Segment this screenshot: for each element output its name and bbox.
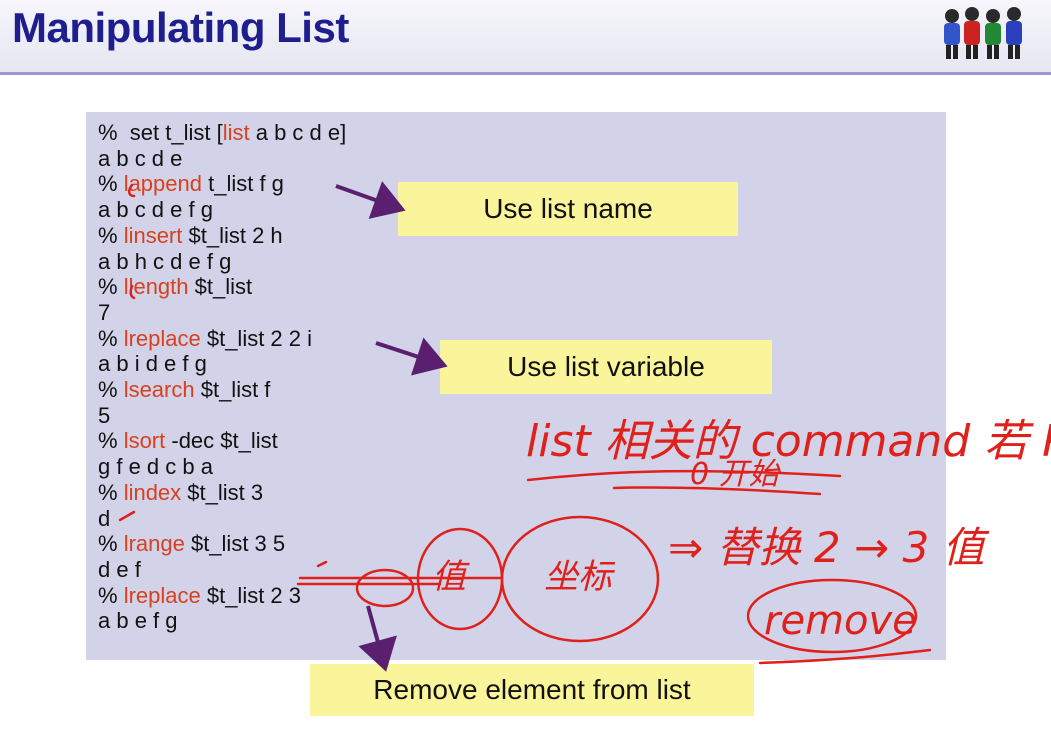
code-line: % lsort -dec $t_list (98, 428, 278, 454)
tcl-command-keyword: lsearch (123, 377, 195, 402)
tcl-command-keyword: lreplace (123, 325, 201, 351)
code-line: g f e d c b a (98, 454, 213, 480)
tcl-command-keyword: lsort (123, 428, 166, 454)
code-line: d (98, 506, 110, 532)
code-text: % (98, 377, 124, 402)
tcl-command-keyword: llength (123, 274, 189, 300)
code-line: 7 (98, 300, 110, 326)
code-text: % (98, 222, 124, 248)
tcl-command-keyword: lrange (123, 531, 185, 557)
code-text: a b i d e f g (98, 351, 207, 377)
tcl-command-keyword: lindex (123, 479, 182, 505)
code-text: % (98, 428, 124, 454)
code-text: % (98, 274, 124, 300)
tcl-command-keyword: lappend (123, 171, 202, 197)
code-arguments: $t_list 2 h (182, 222, 283, 248)
code-arguments: $t_list 3 (181, 479, 264, 505)
code-line: % lreplace $t_list 2 2 i (98, 326, 312, 352)
code-line: d e f (98, 557, 141, 583)
code-line: 5 (98, 403, 110, 429)
code-text: a b h c d e f g (98, 248, 232, 274)
code-line: a b h c d e f g (98, 249, 231, 275)
people-group-logo-icon (944, 7, 1022, 59)
callout-remove-element: Remove element from list (310, 664, 754, 716)
tcl-command-keyword: lreplace (123, 582, 201, 608)
code-line: a b e f g (98, 608, 178, 634)
code-text: % (98, 171, 124, 197)
code-arguments: -dec $t_list (165, 428, 278, 454)
code-text: % (98, 479, 124, 505)
code-text: % (98, 531, 124, 557)
code-line: a b c d e (98, 146, 182, 172)
code-arguments: $t_list 2 2 i (200, 325, 313, 351)
code-line: % llength $t_list (98, 274, 252, 300)
code-text: 7 (98, 299, 111, 325)
tcl-command-keyword: list (222, 120, 250, 145)
page-title: Manipulating List (12, 4, 349, 51)
code-line: % lsearch $t_list f (98, 377, 270, 403)
code-line: a b c d e f g (98, 197, 213, 223)
code-text: a b c d e (98, 145, 183, 171)
code-line: a b i d e f g (98, 351, 207, 377)
code-text: % (98, 325, 124, 351)
code-arguments: a b c d e] (249, 120, 347, 145)
code-arguments: $t_list 3 5 (184, 531, 286, 557)
code-line: % set t_list [list a b c d e] (98, 120, 346, 146)
tcl-command-keyword: linsert (123, 222, 183, 248)
code-line: % lappend t_list f g (98, 171, 284, 197)
code-arguments: $t_list 2 3 (200, 582, 302, 608)
code-text: d e f (98, 556, 141, 582)
code-arguments: $t_list f (194, 377, 271, 402)
code-text: 5 (98, 402, 111, 428)
code-text: % (98, 582, 124, 608)
code-arguments: $t_list (188, 274, 253, 300)
callout-label: Use list variable (507, 351, 705, 382)
callout-use-list-variable: Use list variable (440, 340, 772, 394)
code-text: a b e f g (98, 608, 178, 634)
code-text: % set t_list [ (98, 120, 223, 145)
code-text: g f e d c b a (98, 454, 213, 480)
code-text: d (98, 505, 111, 531)
callout-label: Remove element from list (373, 674, 691, 705)
code-arguments: t_list f g (202, 171, 284, 197)
code-line: % lreplace $t_list 2 3 (98, 583, 301, 609)
callout-use-list-name: Use list name (398, 182, 738, 236)
callout-label: Use list name (483, 193, 653, 224)
title-bar: Manipulating List (0, 0, 1051, 75)
code-line: % lindex $t_list 3 (98, 480, 263, 506)
code-line: % lrange $t_list 3 5 (98, 531, 285, 557)
code-line: % linsert $t_list 2 h (98, 223, 283, 249)
code-text: a b c d e f g (98, 197, 213, 223)
